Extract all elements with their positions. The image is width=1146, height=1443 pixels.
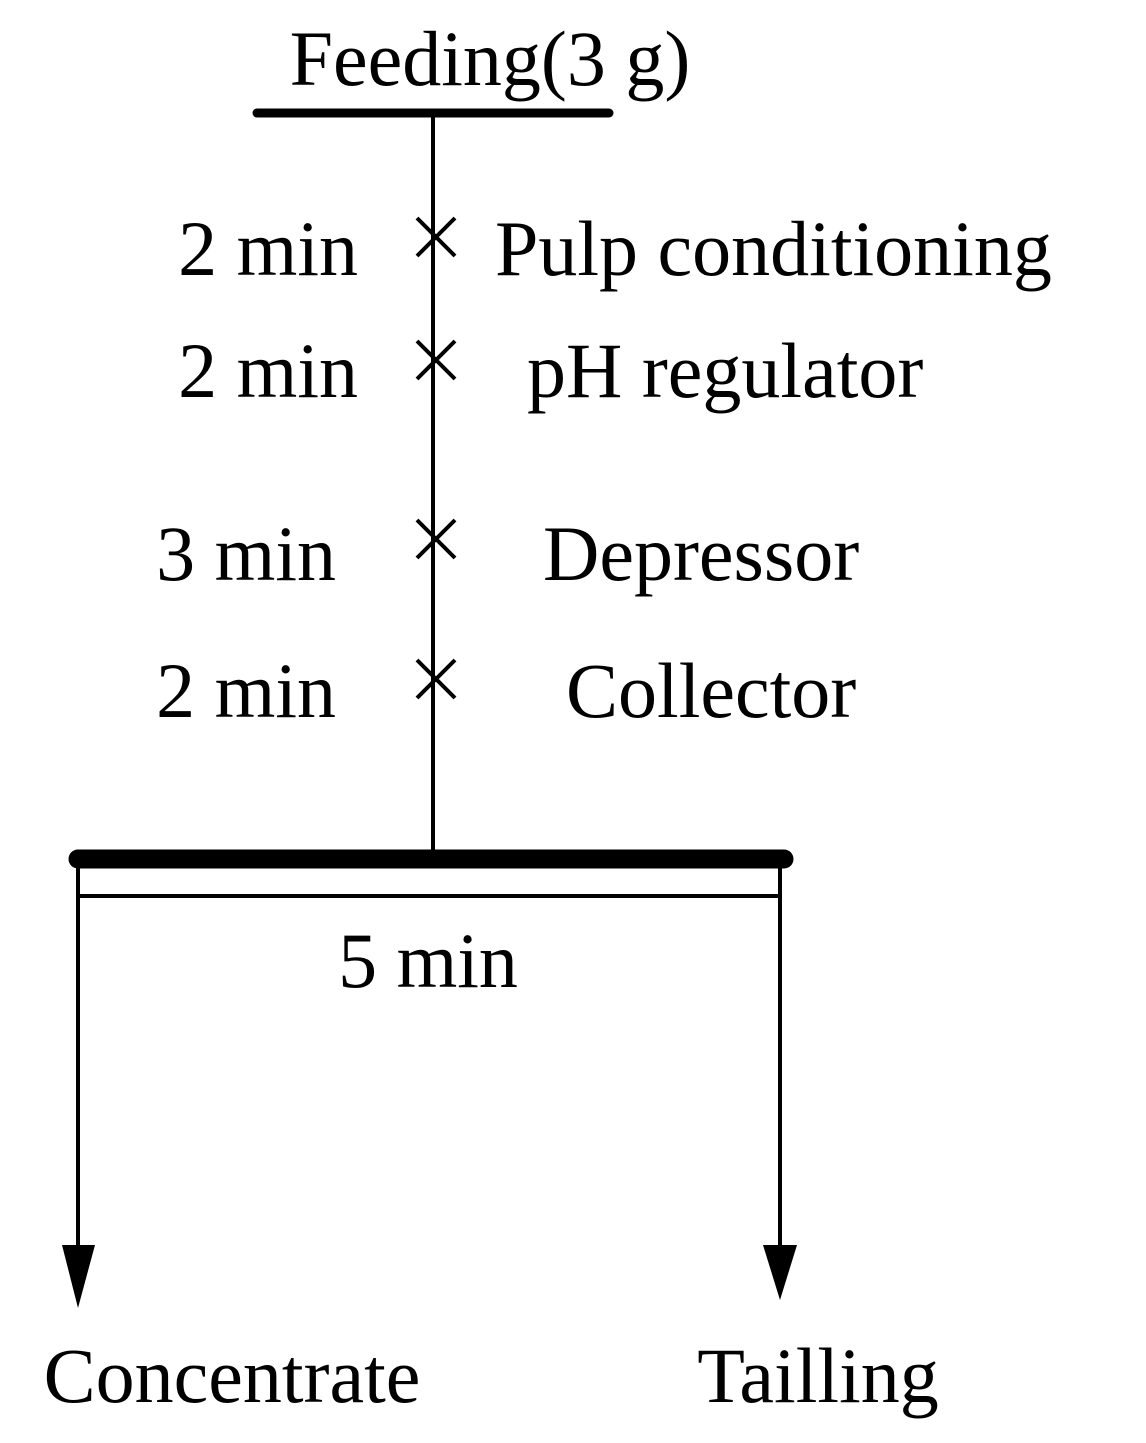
- step-label: pH regulator: [527, 327, 923, 414]
- cross-mark-icon: [415, 658, 457, 700]
- cross-mark-icon: [415, 518, 457, 560]
- step-depressor: 3 min Depressor: [156, 510, 859, 597]
- tailling-label: Tailling: [697, 1332, 939, 1419]
- step-time: 2 min: [178, 327, 358, 414]
- step-time: 3 min: [156, 510, 336, 597]
- step-label: Depressor: [543, 510, 859, 597]
- flotation-cell: 5 min: [68, 849, 794, 1004]
- step-time: 2 min: [156, 647, 336, 734]
- step-ph-regulator: 2 min pH regulator: [178, 327, 923, 414]
- step-time: 2 min: [178, 205, 358, 292]
- concentrate-branch: Concentrate: [44, 859, 421, 1419]
- step-pulp-conditioning: 2 min Pulp conditioning: [178, 205, 1052, 292]
- arrow-down-icon: [62, 1245, 95, 1308]
- step-label: Pulp conditioning: [495, 205, 1052, 292]
- step-collector: 2 min Collector: [156, 647, 856, 734]
- feed-label: Feeding(3 g): [290, 15, 691, 102]
- cross-mark-icon: [415, 339, 457, 381]
- flotation-time: 5 min: [338, 917, 518, 1004]
- cross-mark-icon: [415, 216, 457, 258]
- concentrate-label: Concentrate: [44, 1332, 421, 1419]
- tailling-branch: Tailling: [697, 859, 939, 1419]
- arrow-down-icon: [763, 1245, 797, 1300]
- step-label: Collector: [566, 647, 856, 734]
